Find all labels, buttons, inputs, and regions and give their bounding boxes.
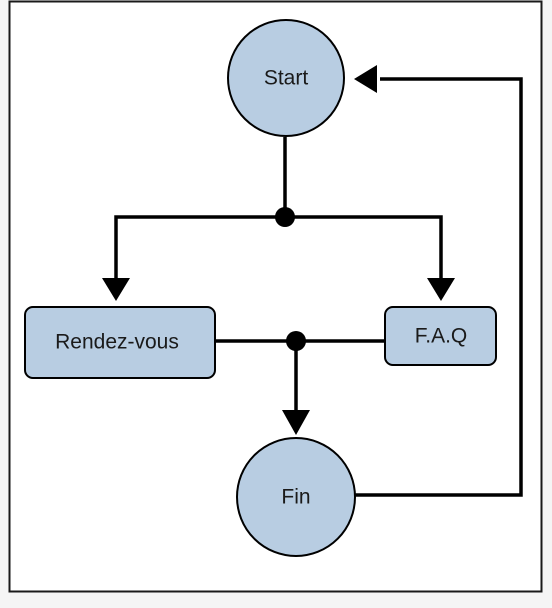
node-fin-label: Fin (281, 486, 310, 509)
node-rendezvous-label: Rendez-vous (55, 331, 179, 354)
arrowhead-faq (427, 278, 455, 301)
connector-to-faq (285, 215, 443, 280)
junction-dot-middle (286, 331, 306, 351)
node-faq-label: F.A.Q (415, 325, 468, 348)
arrowhead-fin (282, 410, 310, 435)
node-rendezvous: Rendez-vous (24, 306, 216, 379)
node-start-label: Start (264, 67, 309, 90)
node-fin: Fin (236, 437, 356, 557)
node-start: Start (227, 19, 345, 137)
connector-to-rendezvous (114, 215, 285, 280)
connector-fin-to-start (355, 77, 523, 497)
node-faq: F.A.Q (384, 306, 497, 366)
junction-dot-top (275, 207, 295, 227)
arrowhead-rendezvous (102, 278, 130, 301)
arrowhead-start (354, 65, 377, 93)
